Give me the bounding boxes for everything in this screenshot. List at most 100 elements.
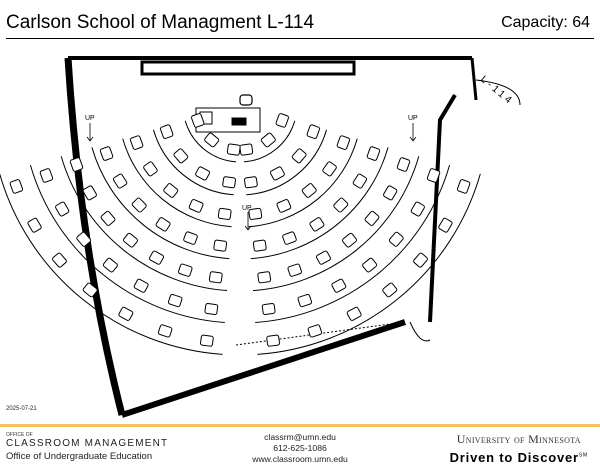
seat — [118, 306, 134, 321]
aisle-up-label-right: UP — [408, 115, 418, 122]
seat — [9, 179, 24, 194]
row-desk — [246, 129, 327, 196]
seat — [76, 231, 92, 247]
footer-divider — [0, 424, 600, 427]
seat — [388, 231, 404, 247]
row-desk — [257, 173, 481, 355]
seat — [426, 168, 441, 183]
seat — [307, 324, 323, 338]
seat — [352, 173, 368, 189]
row-desk — [255, 164, 451, 323]
tagline: Driven to Discover — [449, 450, 579, 465]
whiteboard — [140, 60, 356, 76]
seat — [309, 217, 325, 232]
university-name: University of Minnesota — [456, 432, 581, 446]
seat — [191, 113, 205, 128]
aisle-up-label-center: UP — [242, 205, 252, 212]
seat — [163, 183, 179, 198]
row-desk — [153, 129, 234, 196]
row-desk — [91, 147, 230, 260]
seat — [266, 334, 281, 347]
seat — [413, 252, 428, 268]
seat — [160, 124, 174, 139]
seat — [188, 199, 204, 213]
seat — [143, 161, 158, 177]
seat — [208, 271, 223, 284]
room-number: L-114 — [478, 74, 516, 108]
right-upper-wall — [470, 57, 478, 101]
office-small-label: OFFICE OF — [6, 432, 33, 438]
room-number-label: L-114 — [478, 74, 516, 108]
office-main-label: CLASSROOM MANAGEMENT — [6, 438, 169, 449]
seat — [52, 252, 67, 268]
seat — [99, 146, 114, 161]
seat — [178, 263, 193, 277]
page-title: Carlson School of Managment L-114 — [6, 12, 315, 33]
capacity-label: Capacity: 64 — [501, 14, 590, 31]
seat — [69, 157, 84, 172]
seat — [243, 176, 258, 189]
seat — [331, 278, 347, 293]
seat — [316, 250, 331, 265]
row-desk — [184, 120, 237, 163]
seat — [149, 250, 164, 265]
seat — [157, 324, 173, 338]
seat — [39, 168, 54, 183]
aisle-up-label-left: UP — [85, 115, 95, 122]
bottom-wall — [121, 319, 406, 418]
seat — [129, 135, 144, 150]
row-desk — [29, 164, 225, 323]
seat — [456, 179, 471, 194]
seat — [269, 166, 285, 181]
seat — [275, 113, 289, 128]
header-divider — [6, 38, 594, 39]
contact-info: classrm@umn.edu 612-625-1086 www.classro… — [230, 432, 370, 465]
seat — [82, 185, 97, 201]
office-logo: OFFICE OF CLASSROOM MANAGEMENT Office of… — [6, 432, 168, 462]
seat — [301, 183, 317, 198]
tagline-mark: SM — [578, 452, 588, 459]
seat — [217, 207, 232, 220]
seat — [366, 146, 381, 161]
seat — [252, 239, 267, 252]
lectern — [195, 94, 261, 133]
seat — [257, 271, 272, 284]
contact-email[interactable]: classrm@umn.edu — [264, 432, 336, 442]
seat — [291, 148, 307, 164]
row-desk — [0, 173, 223, 355]
row-desk — [250, 147, 389, 260]
seat — [276, 199, 292, 213]
seat — [173, 148, 189, 164]
seat — [346, 306, 362, 321]
seat — [438, 217, 453, 233]
contact-website[interactable]: www.classroom.umn.edu — [252, 454, 348, 464]
seating — [0, 113, 481, 355]
seat — [383, 185, 398, 201]
seat — [82, 282, 98, 298]
row-desk — [252, 156, 420, 292]
seat — [333, 197, 349, 213]
seat — [261, 302, 276, 316]
seat — [204, 132, 220, 148]
seat — [204, 302, 219, 316]
seat — [287, 263, 302, 277]
seat — [183, 231, 198, 245]
university-logo: University of Minnesota Driven to Discov… — [450, 432, 588, 465]
row-desk — [122, 138, 232, 228]
seat — [131, 197, 147, 213]
seat — [297, 293, 313, 308]
seat — [155, 217, 171, 232]
seat — [282, 231, 297, 245]
seat — [199, 334, 214, 347]
seat — [382, 282, 398, 298]
seat — [239, 143, 254, 156]
revision-date: 2025-07-21 — [6, 406, 37, 412]
seat — [133, 278, 149, 293]
seat — [226, 143, 241, 156]
left-wall — [64, 57, 126, 416]
seat — [27, 217, 42, 233]
seat — [322, 161, 337, 177]
seat — [364, 210, 380, 226]
contact-phone: 612-625-1086 — [273, 443, 327, 453]
seat — [55, 201, 70, 217]
